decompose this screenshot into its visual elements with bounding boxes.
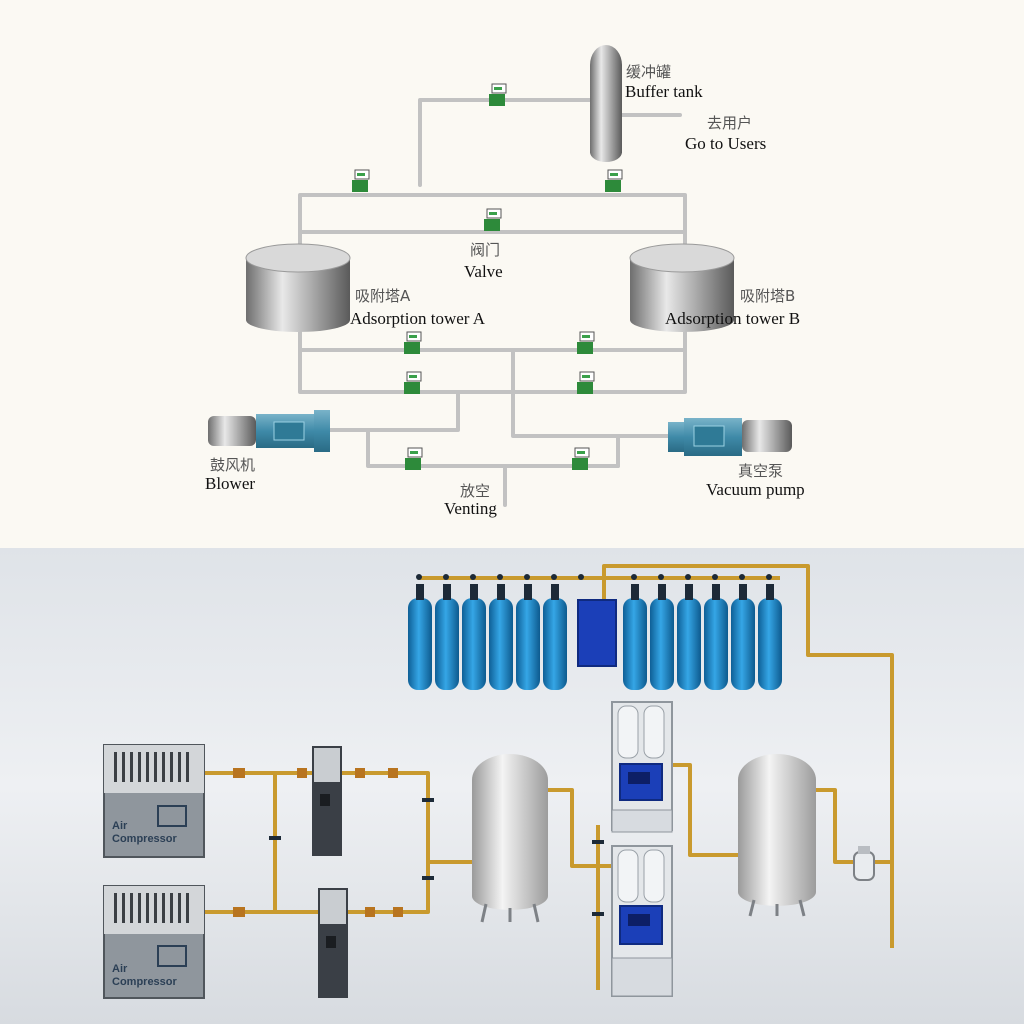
valve-icon — [404, 331, 422, 354]
gas-cylinder — [543, 584, 567, 690]
adsorption-tower-a — [245, 243, 351, 332]
gas-cylinder-bank — [408, 584, 782, 690]
tower-b-label-cn: 吸附塔B — [740, 287, 795, 305]
pipe-fittings — [233, 768, 403, 917]
buffer-tank-label: Buffer tank — [625, 82, 703, 101]
valve-icon — [577, 371, 595, 394]
gas-cylinder — [704, 584, 728, 690]
venting-label-cn: 放空 — [460, 482, 490, 500]
valve-icon — [404, 371, 422, 394]
blower-label: Blower — [205, 474, 255, 493]
gas-cylinder — [731, 584, 755, 690]
gas-cylinder — [516, 584, 540, 690]
compressor-label-line1: Air — [112, 820, 128, 832]
valve-icon — [352, 169, 370, 192]
gas-cylinder — [489, 584, 513, 690]
venting-label: Venting — [444, 499, 497, 518]
air-dryer — [312, 746, 342, 856]
gas-cylinder — [623, 584, 647, 690]
valve-label-cn: 阀门 — [470, 241, 500, 259]
valve-icon — [484, 208, 502, 231]
valve-icon — [572, 447, 590, 470]
valve-icon — [405, 447, 423, 470]
nitrogen-buffer-tank — [738, 754, 816, 917]
buffer-tank-label-cn: 缓冲罐 — [626, 63, 671, 81]
compressor-label-line1: Air — [112, 963, 128, 975]
valve-label: Valve — [464, 262, 503, 281]
psa-generator — [611, 845, 673, 997]
valve-icon — [605, 169, 623, 192]
pipe-network — [298, 98, 687, 507]
vacuum-pump-label-cn: 真空泵 — [738, 462, 783, 480]
blower — [208, 410, 330, 452]
blower-label-cn: 鼓风机 — [210, 456, 255, 474]
gas-cylinder — [408, 584, 432, 690]
compressor-label-line2: Compressor — [112, 976, 178, 988]
filling-panel — [577, 599, 617, 667]
gas-cylinder — [677, 584, 701, 690]
vacuum-pump-label: Vacuum pump — [706, 480, 805, 499]
psa-generator — [611, 701, 673, 833]
air-dryer — [318, 888, 348, 998]
gas-cylinder — [435, 584, 459, 690]
adsorption-tower-b — [629, 243, 735, 332]
tower-a-label: Adsorption tower A — [350, 309, 486, 328]
tower-b-label: Adsorption tower B — [665, 309, 800, 328]
schematic-background — [0, 0, 1024, 548]
air-compressor: Air Compressor — [103, 885, 205, 999]
inline-valves — [269, 798, 604, 916]
gas-cylinder — [462, 584, 486, 690]
gas-cylinder — [650, 584, 674, 690]
buffer-tank — [590, 45, 622, 162]
compressor-label-line2: Compressor — [112, 833, 178, 845]
cylinder-manifold — [416, 574, 772, 580]
valve-icon — [489, 83, 507, 106]
gas-cylinder — [758, 584, 782, 690]
valve-icon — [577, 331, 595, 354]
air-compressor: Air Compressor — [103, 744, 205, 858]
valve-group — [352, 83, 623, 470]
sterile-filter — [853, 846, 875, 881]
users-label: Go to Users — [685, 134, 766, 153]
vacuum-pump — [668, 418, 792, 456]
air-receiver-tank — [472, 754, 548, 923]
users-label-cn: 去用户 — [707, 114, 752, 132]
tower-a-label-cn: 吸附塔A — [355, 287, 411, 305]
